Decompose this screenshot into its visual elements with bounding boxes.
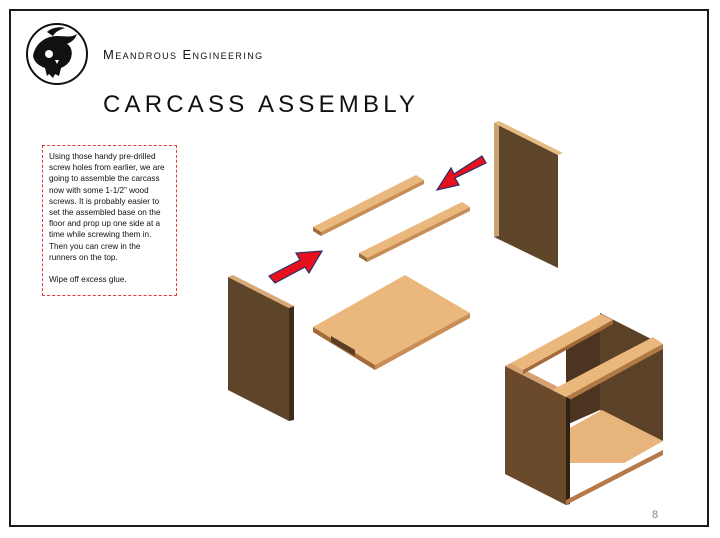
company-name: Meandrous Engineering <box>103 47 264 62</box>
red-arrow-icon <box>435 155 487 191</box>
skull-logo-icon <box>26 23 88 85</box>
page-title: CARCASS ASSEMBLY <box>103 91 420 119</box>
top-runner-front <box>359 202 470 262</box>
page-number: 8 <box>652 509 659 521</box>
instructions-note: Using those handy pre-drilled screw hole… <box>42 145 177 296</box>
instructions-paragraph: Using those handy pre-drilled screw hole… <box>49 152 165 262</box>
top-runner-back <box>313 175 424 236</box>
base-panel <box>313 275 470 370</box>
left-side-panel <box>228 275 294 421</box>
instructions-paragraph: Wipe off excess glue. <box>49 275 127 285</box>
assembled-carcass <box>505 313 663 505</box>
red-arrow-icon <box>268 250 324 284</box>
right-side-panel <box>494 121 563 268</box>
